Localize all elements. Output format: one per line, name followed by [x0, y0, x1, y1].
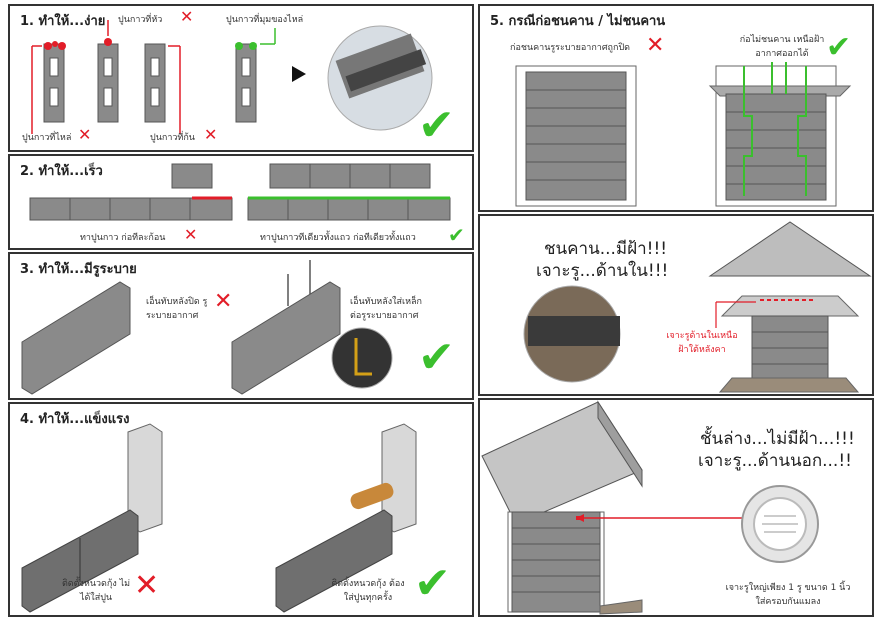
panel-vent-title: 3. ทำให้...มีรูระบาย: [20, 262, 137, 277]
caption-wrong-beam: ก่อชนคานรูระบายอากาศถูกปิด: [510, 43, 631, 53]
panel-ceiling-inside: ชนคาน...มีฝ้า!!! เจาะรู...ด้านใน!!! เจาะ…: [478, 214, 874, 396]
panel-ground-outside: ชั้นล่าง...ไม่มีฝ้า...!!! เจาะรู...ด้านน…: [478, 398, 874, 617]
wrong-mark-beam: ✕: [646, 33, 665, 58]
house-outside-diagram: [481, 400, 819, 615]
label-head-mortar: ปูนกาวที่หัว: [118, 15, 163, 25]
caption-wrong-fast: ทาปูนกาว ก่อทีละก้อน: [80, 233, 166, 243]
caption-right-beam: ก่อไม่ชนคาน เหนือฝ้า อากาศออกได้: [739, 35, 825, 59]
panel-strong-title: 4. ทำให้...แข็งแรง: [20, 412, 130, 427]
panel-beam-title: 5. กรณีก่อชนคาน / ไม่ชนคาน: [490, 14, 666, 29]
label-bottom-mortar: ปูนกาวที่ก้น: [150, 133, 195, 143]
roof-inside-diagram: [523, 221, 872, 393]
heading-ground-line2: เจาะรู...ด้านนอก...!!: [698, 451, 852, 471]
panel-beam: 5. กรณีก่อชนคาน / ไม่ชนคาน ก่อชนคานรูระบ…: [478, 4, 874, 212]
heading-ceiling-line1: ชนคาน...มีฝ้า!!!: [544, 239, 668, 259]
wrong-mark-bottom: ✕: [204, 125, 218, 144]
caption-right-vent: เอ็นทับหลังใส่เหล็ก ต่อรูระบายอากาศ: [350, 297, 422, 321]
wrong-mark-strong: ✕: [134, 568, 160, 603]
panel-vent: 3. ทำให้...มีรูระบาย เอ็นทับหลังปิด รูระ…: [8, 252, 474, 400]
wrong-mark-shoulder: ✕: [78, 125, 92, 144]
panel-fast: 2. ทำให้...เร็ว ทาปูนกาว ก่อทีละก้อน ✕ ท…: [8, 154, 474, 250]
wall-tie-diagram: [21, 423, 417, 613]
panel-easy-title: 1. ทำให้...ง่าย: [20, 14, 106, 29]
caption-wrong-vent: เอ็นทับหลังปิด รูระบายอากาศ: [146, 297, 208, 321]
row-laying-diagram: [29, 163, 451, 221]
panel-strong: 4. ทำให้...แข็งแรง ติดตั้งหนวดกุ้ง ไม่ได…: [8, 402, 474, 617]
lintel-diagram: [21, 260, 393, 395]
note-ground-outside: เจาะรูใหญ่เพียง 1 รู ขนาด 1 นิ้ว ใส่ครอบ…: [725, 583, 851, 607]
panel-fast-title: 2. ทำให้...เร็ว: [20, 164, 103, 179]
label-corner-mortar: ปูนกาวที่มุมของไหล่: [226, 15, 304, 25]
check-mark-vent: ✔: [418, 332, 455, 383]
heading-ceiling-line2: เจาะรู...ด้านใน!!!: [536, 261, 669, 281]
caption-right-strong: ติดตั้งหนวดกุ้ง ต้องใส่ปูนทุกครั้ง: [331, 579, 405, 603]
beam-wall-diagram: [515, 62, 852, 207]
check-mark-strong: ✔: [414, 558, 451, 609]
check-mark-beam: ✔: [826, 30, 852, 65]
heading-ground-line1: ชั้นล่าง...ไม่มีฝ้า...!!!: [700, 429, 855, 449]
wrong-mark-vent: ✕: [214, 289, 233, 314]
panel-easy: 1. ทำให้...ง่าย ปูนกาวที่หัว ✕ ปูนกาวที่…: [8, 4, 474, 152]
wrong-mark-head: ✕: [180, 7, 194, 26]
wrong-mark-fast: ✕: [184, 225, 198, 244]
caption-wrong-strong: ติดตั้งหนวดกุ้ง ไม่ได้ใส่ปูน: [61, 579, 131, 603]
caption-right-fast: ทาปูนกาวทีเดียวทั้งแถว ก่อทีเดียวทั้งแถว: [260, 233, 416, 243]
check-mark-easy: ✔: [418, 100, 455, 151]
label-shoulder-mortar: ปูนกาวที่ไหล่: [22, 133, 72, 143]
block-profiles-diagram: [31, 20, 433, 134]
check-mark-fast: ✔: [448, 223, 465, 247]
note-ceiling-inside: เจาะรูด้านในเหนือ ฝ้าใต้หลังคา: [666, 331, 738, 355]
